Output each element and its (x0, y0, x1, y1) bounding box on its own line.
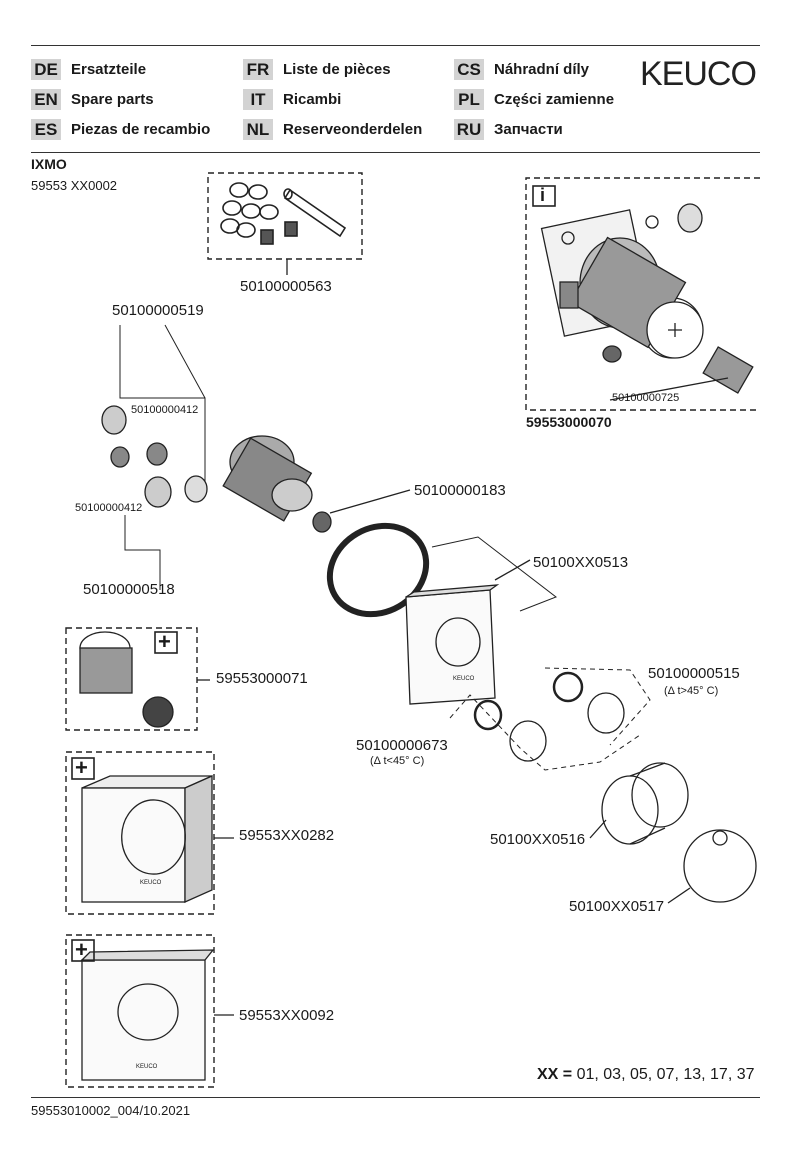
part-number-518: 50100000518 (83, 581, 175, 598)
language-label: Części zamienne (494, 90, 615, 108)
product-name: IXMO (31, 156, 67, 172)
part-number-071: 59553000071 (216, 670, 308, 687)
xx-legend: XX = 01, 03, 05, 07, 13, 17, 37 (537, 1066, 755, 1084)
part-number-673: 50100000673 (356, 737, 448, 754)
kit-box-valve-body (65, 627, 198, 731)
sleeve-and-knob (601, 762, 757, 903)
part-number-070: 59553000070 (526, 414, 612, 430)
language-item-de: DE Ersatzteile (31, 58, 146, 80)
o-ring-set (220, 182, 347, 245)
part-number-513: 50100XX0513 (533, 554, 629, 571)
language-item-fr: FR Liste de pièces (243, 58, 391, 80)
part-note-515: (Δ t>45° C) (664, 685, 719, 697)
xx-values: 01, 03, 05, 07, 13, 17, 37 (576, 1066, 755, 1083)
language-code: DE (31, 58, 61, 80)
plus-icon-frame-071 (154, 631, 178, 654)
xx-label: XX = (537, 1066, 573, 1083)
plate-logo-mark: KEUCO (136, 1064, 158, 1070)
leader-516 (589, 819, 607, 839)
brand-logo: KEUCO (640, 55, 757, 93)
part-number-282: 59553XX0282 (239, 827, 335, 844)
cover-plate-092 (80, 949, 215, 1081)
plate-logo-mark: KEUCO (140, 880, 162, 886)
wall-plate-centre (405, 536, 558, 705)
footer-rule (31, 1097, 760, 1098)
language-code: RU (454, 118, 484, 140)
language-item-nl: NL Reserveonderdelen (243, 118, 422, 140)
language-item-cs: CS Náhradní díly (454, 58, 589, 80)
valve-body-kit (79, 631, 174, 728)
language-label: Piezas de recambio (71, 120, 211, 138)
language-code: PL (454, 88, 484, 110)
plus-icon-frame-282 (71, 757, 95, 780)
footer-doc-number: 59553010002_004/10.2021 (31, 1103, 191, 1118)
part-number-516: 50100XX0516 (490, 831, 586, 848)
info-icon-frame (532, 185, 556, 207)
language-item-it: IT Ricambi (243, 88, 341, 110)
leader-183 (329, 489, 411, 514)
kit-box-main-valve (525, 177, 760, 411)
language-item-es: ES Piezas de recambio (31, 118, 210, 140)
part-number-412b: 50100000412 (75, 502, 143, 514)
language-label: Запчасти (494, 120, 563, 138)
language-item-en: EN Spare parts (31, 88, 154, 110)
cover-plate-282 (81, 774, 213, 904)
large-o-ring (326, 522, 430, 618)
part-number-519: 50100000519 (112, 302, 204, 319)
main-valve-illustration (540, 203, 754, 401)
part-number-515: 50100000515 (648, 665, 740, 682)
cartridge-seals-group (101, 324, 208, 590)
info-icon: i (540, 185, 546, 205)
language-code: NL (243, 118, 273, 140)
language-code: IT (243, 88, 273, 110)
language-code: EN (31, 88, 61, 110)
leader-513 (494, 559, 531, 581)
language-item-ru: RU Запчасти (454, 118, 563, 140)
part-number-092: 59553XX0092 (239, 1007, 335, 1024)
product-number: 59553 XX0002 (31, 178, 118, 193)
header-top-rule (31, 45, 760, 46)
language-label: Liste de pièces (283, 60, 391, 78)
part-number-725: 50100000725 (612, 392, 680, 404)
part-note-673: (Δ t<45° C) (370, 755, 425, 767)
kit-box-plate-092 (65, 934, 215, 1088)
language-item-pl: PL Części zamienne (454, 88, 614, 110)
language-code: ES (31, 118, 61, 140)
language-label: Ricambi (283, 90, 342, 108)
plus-icon: + (75, 937, 88, 962)
language-label: Reserveonderdelen (283, 120, 423, 138)
part-number-183: 50100000183 (414, 482, 506, 499)
part-number-412a: 50100000412 (131, 404, 199, 416)
language-label: Spare parts (71, 90, 154, 108)
plus-icon-frame-092 (71, 939, 95, 962)
part-number-563: 50100000563 (240, 278, 332, 295)
language-code: CS (454, 58, 484, 80)
header-bottom-rule (31, 152, 760, 153)
leader-517 (667, 887, 691, 904)
language-label: Náhradní díly (494, 60, 590, 78)
plus-icon: + (75, 755, 88, 780)
plate-logo-mark: KEUCO (453, 676, 475, 682)
kit-box-plate-282 (65, 751, 215, 915)
control-rings (449, 667, 651, 771)
language-code: FR (243, 58, 273, 80)
thermostat-cartridge (222, 435, 332, 533)
plus-icon: + (158, 629, 171, 654)
part-number-517: 50100XX0517 (569, 898, 665, 915)
language-label: Ersatzteile (71, 60, 147, 78)
